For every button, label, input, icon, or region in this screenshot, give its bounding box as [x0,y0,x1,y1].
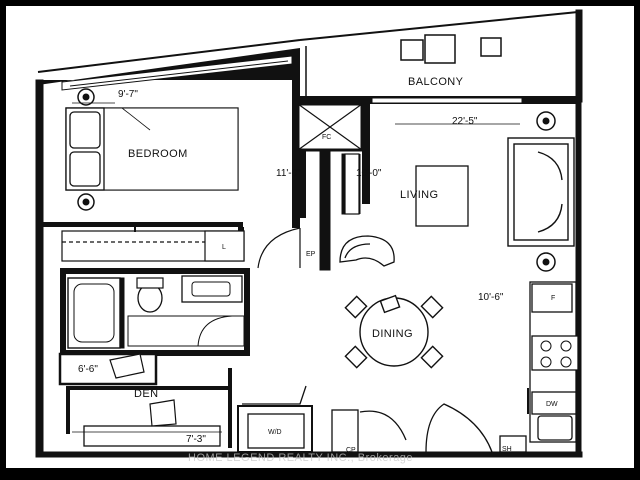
tag-washer-dryer: W/D [268,429,282,436]
tag-fridge: F [551,295,555,302]
bathroom [60,268,250,356]
tag-dishwasher: DW [546,401,558,408]
dimension-living-depth: 10'-0" [356,168,382,179]
dimension-den-depth: 6'-6" [78,364,98,375]
tag-closet-pantry: CP [346,447,356,454]
dimension-den-width: 7'-3" [186,434,206,445]
room-label-living: LIVING [400,189,438,201]
watermark: HOME LEGEND REALTY INC., Brokerage [188,452,413,464]
dimension-bedroom-depth: 11'-0" [276,168,301,179]
tag-shelf: SH [502,446,512,453]
room-label-dining: DINING [372,328,413,340]
room-label-den: DEN [134,388,158,400]
laundry-closet [237,385,527,453]
living-outlets [536,111,556,272]
dimension-living-width: 22'-5" [452,116,478,127]
bedroom-window [61,55,293,91]
balcony-area [300,34,580,104]
den [58,352,232,448]
fan-coil-closet [296,102,370,204]
dimension-dining-depth: 10'-6" [478,292,504,303]
entry-door [257,227,301,269]
armchair [339,235,395,267]
partition-walls [319,151,361,271]
room-label-bedroom: BEDROOM [128,148,188,160]
sofa [507,137,575,247]
tag-electrical-panel: EP [306,251,316,258]
room-label-balcony: BALCONY [408,76,464,88]
bedside-outlets [77,88,95,211]
dimension-bedroom-width: 9'-7" [118,89,138,100]
coffee-table [415,165,469,227]
bedroom-closet [61,224,245,262]
bed [65,107,239,191]
tag-linen: L [222,244,226,251]
dimension-guides [72,102,520,125]
kitchen [527,281,579,443]
dining-set [344,294,444,369]
tag-fan-coil: FC [322,134,331,141]
